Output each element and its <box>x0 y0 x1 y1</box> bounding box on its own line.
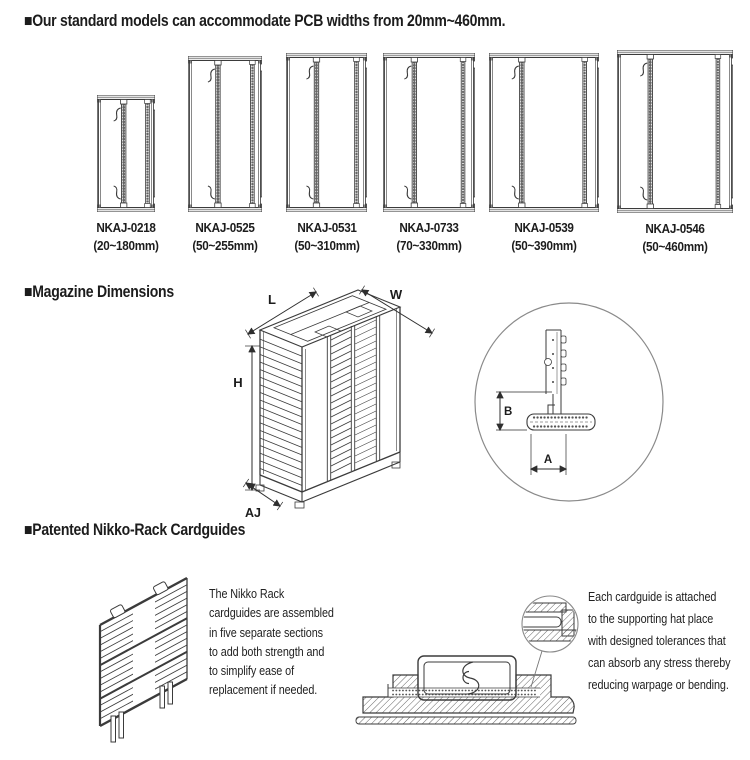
cardguide-mount-detail-circle: B A <box>474 302 664 502</box>
rack-caption: NKAJ-0525 (50~255mm) <box>155 220 295 253</box>
dimension-arrows <box>242 285 435 511</box>
model-label: NKAJ-0218 <box>96 220 156 235</box>
rack-caption: NKAJ-0733 (70~330mm) <box>359 220 499 253</box>
pcb-width-range-label: (50~460mm) <box>642 239 708 254</box>
model-label: NKAJ-0525 <box>195 220 255 235</box>
model-label: NKAJ-0733 <box>399 220 459 235</box>
front-rails <box>326 316 381 481</box>
pcb-width-range-label: (20~180mm) <box>93 238 159 253</box>
dim-label-A: A <box>544 454 552 466</box>
detail-leader-line <box>530 650 543 688</box>
base-plate <box>355 716 577 725</box>
rack-top-view-diagram <box>617 50 733 213</box>
left-face-slats <box>260 339 302 486</box>
rack-caption: NKAJ-0531 (50~310mm) <box>257 220 397 253</box>
cardguides-heading: ■Patented Nikko-Rack Cardguides <box>24 521 246 539</box>
ladder-rungs <box>330 329 352 474</box>
rack-caption: NKAJ-0539 (50~390mm) <box>474 220 614 253</box>
cardguide-left-note: The Nikko Rack cardguides are assembled … <box>209 586 334 698</box>
pcb-width-range-label: (70~330mm) <box>396 238 462 253</box>
dimensions-heading: ■Magazine Dimensions <box>24 283 174 301</box>
rack-figure: NKAJ-0546 (50~460mm) <box>617 50 733 254</box>
ladder-rungs-light <box>354 319 377 464</box>
pcb-width-range-label: (50~310mm) <box>293 238 360 253</box>
rack-top-view-diagram <box>188 56 262 212</box>
rack-top-view-diagram <box>286 53 367 212</box>
magazine-dimensions-figure: L W H AJ <box>233 285 664 520</box>
pcb-width-range-label: (50~390mm) <box>511 238 577 253</box>
rack-figure: NKAJ-0733 (70~330mm) <box>383 53 475 253</box>
model-label: NKAJ-0531 <box>296 220 357 235</box>
rack-figure: NKAJ-0218 (20~180mm) <box>93 95 159 253</box>
cardguide-flange <box>387 684 540 698</box>
rack-figure: NKAJ-0531 (50~310mm) <box>286 53 367 253</box>
pcb-width-range-label: (50~255mm) <box>192 238 258 253</box>
rack-figure: NKAJ-0539 (50~390mm) <box>489 53 599 253</box>
dim-label-L: L <box>268 292 276 307</box>
model-label: NKAJ-0539 <box>514 220 574 235</box>
tolerance-detail-content <box>523 602 577 642</box>
hat-profile <box>417 655 517 701</box>
magazine-isometric-drawing <box>255 289 402 509</box>
dim-label-AJ: AJ <box>245 506 261 520</box>
models-heading: ■Our standard models can accommodate PCB… <box>24 12 506 30</box>
rack-caption: NKAJ-0546 (50~460mm) <box>605 221 745 254</box>
dim-label-W: W <box>390 287 403 302</box>
model-label: NKAJ-0546 <box>645 221 705 236</box>
rack-top-view-diagram <box>383 53 475 212</box>
dim-label-B: B <box>504 406 512 418</box>
rack-top-view-diagram <box>97 95 155 212</box>
rack-figure: NKAJ-0525 (50~255mm) <box>188 56 262 253</box>
cardguide-right-note: Each cardguide is attached to the suppor… <box>588 589 731 692</box>
dim-label-H: H <box>233 375 242 390</box>
cardguide-panel-drawing <box>98 576 188 743</box>
hat-place-cross-section-drawing <box>355 595 579 725</box>
rack-caption: NKAJ-0218 (20~180mm) <box>56 220 196 253</box>
rack-top-view-diagram <box>489 53 599 212</box>
